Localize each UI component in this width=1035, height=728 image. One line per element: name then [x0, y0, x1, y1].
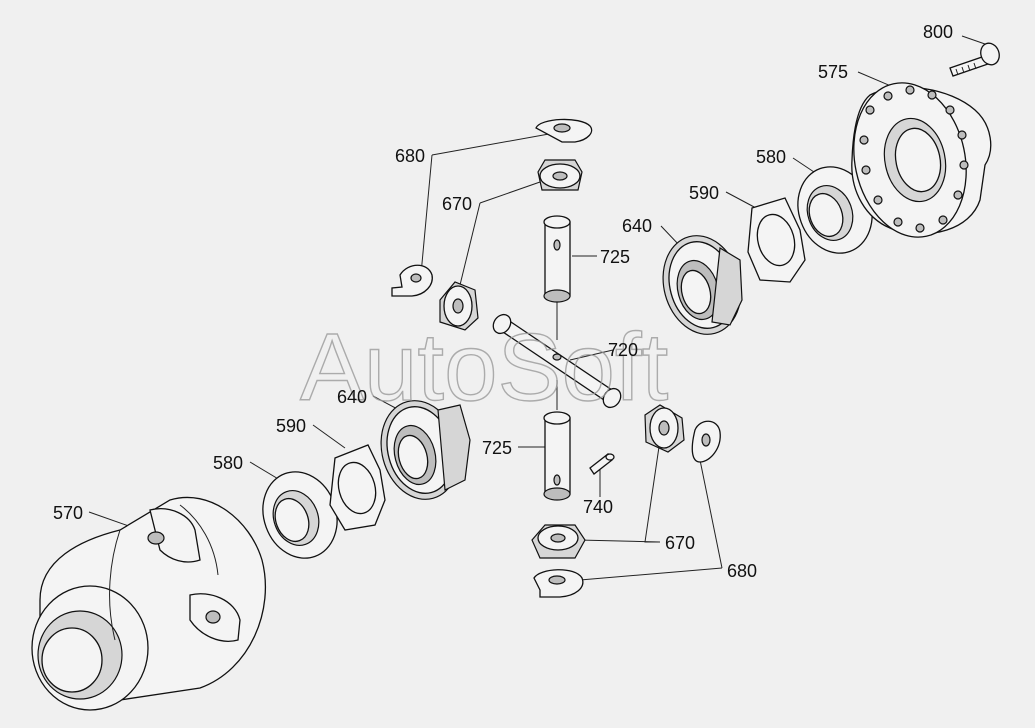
- leader-lines: [88, 35, 986, 581]
- callout-labels: 800 575 580 590 640 680 670 725 720 640 …: [53, 22, 953, 581]
- callout-580-bottom: 580: [213, 453, 243, 473]
- thrust-washer-590-top: [747, 197, 806, 283]
- callout-680-bottom: 680: [727, 561, 757, 581]
- callout-670-bottom: 670: [665, 533, 695, 553]
- callout-570: 570: [53, 503, 83, 523]
- roll-pin-740: [589, 453, 615, 475]
- thrust-washer-680-left: [391, 264, 433, 297]
- callout-580-top: 580: [756, 147, 786, 167]
- pinion-gear-670-top: [537, 159, 583, 191]
- callout-640-bottom: 640: [337, 387, 367, 407]
- cross-shaft-720: [492, 313, 622, 409]
- flange-housing-575: [851, 82, 992, 238]
- thrust-washer-680-top: [535, 118, 593, 143]
- pinion-gear-670-bottom: [531, 524, 586, 559]
- callout-725-top: 725: [600, 247, 630, 267]
- pin-725-top: [543, 215, 571, 303]
- pinion-gear-670-right: [644, 404, 685, 453]
- callout-590-top: 590: [689, 183, 719, 203]
- thrust-washer-590-bottom: [329, 444, 386, 531]
- pinion-gear-670-left: [439, 281, 479, 331]
- callout-670-top: 670: [442, 194, 472, 214]
- callout-640-top: 640: [622, 216, 652, 236]
- callout-680-top: 680: [395, 146, 425, 166]
- callout-575: 575: [818, 62, 848, 82]
- callout-800: 800: [923, 22, 953, 42]
- callout-720: 720: [608, 340, 638, 360]
- pin-725-bottom: [543, 411, 571, 501]
- watermark-text: AutoSoft: [300, 314, 668, 421]
- bolt-800: [949, 42, 1000, 77]
- callout-740: 740: [583, 497, 613, 517]
- callout-590-bottom: 590: [276, 416, 306, 436]
- side-gear-640-top: [662, 235, 743, 335]
- side-gear-640-bottom: [380, 400, 471, 500]
- callout-725-bottom: 725: [482, 438, 512, 458]
- flange-bolt-holes: [859, 85, 969, 233]
- differential-case-570: [31, 496, 266, 711]
- thrust-washer-680-right: [691, 420, 721, 463]
- thrust-washer-680-bottom: [533, 569, 584, 598]
- bearing-580-top: [797, 166, 873, 254]
- bearing-580-bottom: [262, 471, 338, 559]
